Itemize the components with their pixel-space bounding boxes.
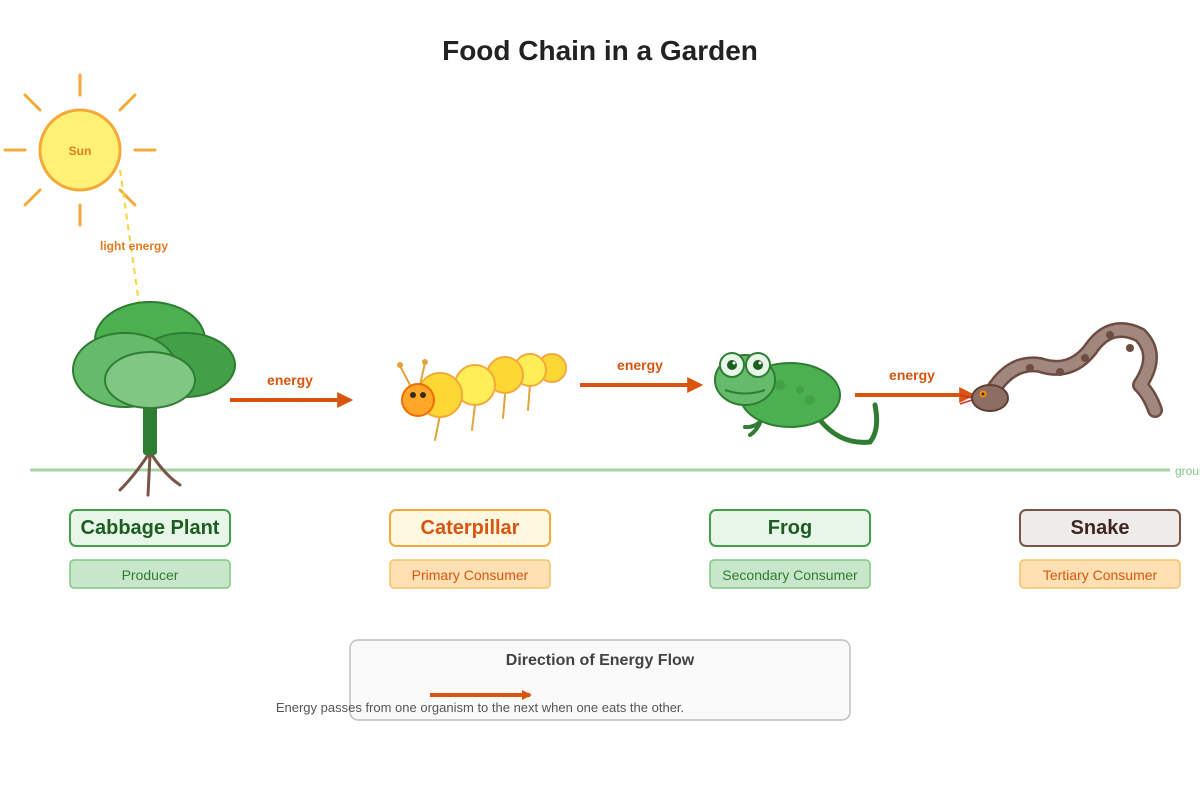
energy-arrow-3-label: energy	[889, 367, 935, 383]
organism-role-4: Tertiary Consumer	[1043, 567, 1158, 583]
legend-title: Direction of Energy Flow	[506, 652, 695, 669]
snake-icon	[959, 322, 1163, 418]
ground-label: ground	[1175, 464, 1200, 478]
cabbage-plant-icon	[72, 301, 236, 497]
organism-role-box-1	[69, 559, 231, 589]
sun-label: Sun	[69, 144, 92, 158]
organism-name-4: Snake	[1071, 517, 1130, 539]
organism-role-2: Primary Consumer	[412, 567, 529, 583]
organism-role-box-4	[1019, 559, 1181, 589]
legend-note: Energy passes from one organism to the n…	[276, 700, 684, 715]
organism-role-box-3	[709, 559, 871, 589]
organism-role-3: Secondary Consumer	[722, 567, 858, 583]
organism-name-box-1	[69, 509, 231, 547]
light-energy-label: light energy	[100, 239, 168, 253]
organism-name-3: Frog	[768, 517, 812, 539]
organism-name-2: Caterpillar	[421, 517, 520, 539]
diagram-title: Food Chain in a Garden	[442, 35, 758, 66]
caterpillar-icon	[397, 353, 567, 441]
energy-arrow-1-label: energy	[267, 372, 313, 388]
organism-name-box-3	[709, 509, 871, 547]
organism-name-box-4	[1019, 509, 1181, 547]
organism-name-box-2	[389, 509, 551, 547]
legend-box	[349, 639, 851, 721]
frog-icon	[714, 352, 880, 445]
organism-role-box-2	[389, 559, 551, 589]
light-energy-ray	[119, 169, 141, 311]
organism-role-1: Producer	[122, 567, 179, 583]
organism-name-1: Cabbage Plant	[81, 517, 220, 539]
energy-arrow-2-label: energy	[617, 357, 663, 373]
